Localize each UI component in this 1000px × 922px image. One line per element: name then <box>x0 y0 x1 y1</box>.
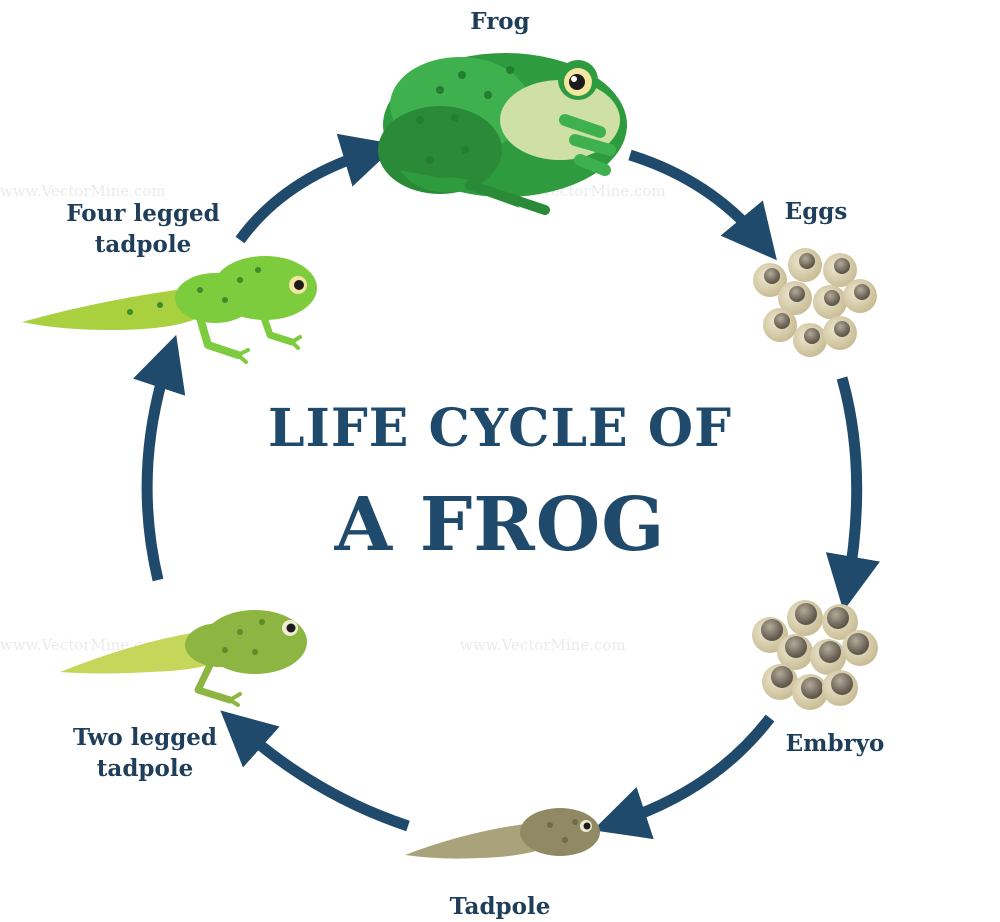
arrow-embryo-to-tadpole <box>592 714 775 840</box>
label-four-legged-line-2: tadpole <box>94 231 192 258</box>
label-two-legged-line-1: Two legged <box>73 724 217 751</box>
watermark: www.VectorMine.com <box>0 182 166 200</box>
title-line-2: A FROG <box>334 482 666 568</box>
four-legged-tadpole-illustration <box>22 256 317 364</box>
arrow-tadpole-to-two-legged <box>220 710 410 832</box>
label-two-legged-line-2: tadpole <box>96 755 194 782</box>
arrow-two-legged-to-four-legged <box>132 334 186 582</box>
embryo-illustration <box>752 600 878 710</box>
label-eggs: Eggs <box>784 198 848 225</box>
label-two-legged-tadpole: Two legged tadpole <box>50 722 240 784</box>
tadpole-illustration <box>405 808 600 859</box>
label-four-legged-tadpole: Four legged tadpole <box>48 198 238 260</box>
label-frog: Frog <box>470 8 530 35</box>
watermark: www.VectorMine.com <box>460 636 626 654</box>
eggs-illustration <box>753 248 877 357</box>
label-four-legged-line-1: Four legged <box>66 200 220 227</box>
arrow-four-legged-to-frog <box>235 133 398 244</box>
title-line-1: LIFE CYCLE OF <box>267 398 733 459</box>
frog-illustration <box>378 53 627 215</box>
cycle-arrows <box>132 133 880 840</box>
label-tadpole: Tadpole <box>449 893 551 920</box>
arrow-eggs-to-embryo <box>825 376 880 612</box>
label-embryo: Embryo <box>785 730 885 757</box>
arrow-frog-to-eggs <box>628 149 777 261</box>
two-legged-tadpole-illustration <box>60 610 307 707</box>
